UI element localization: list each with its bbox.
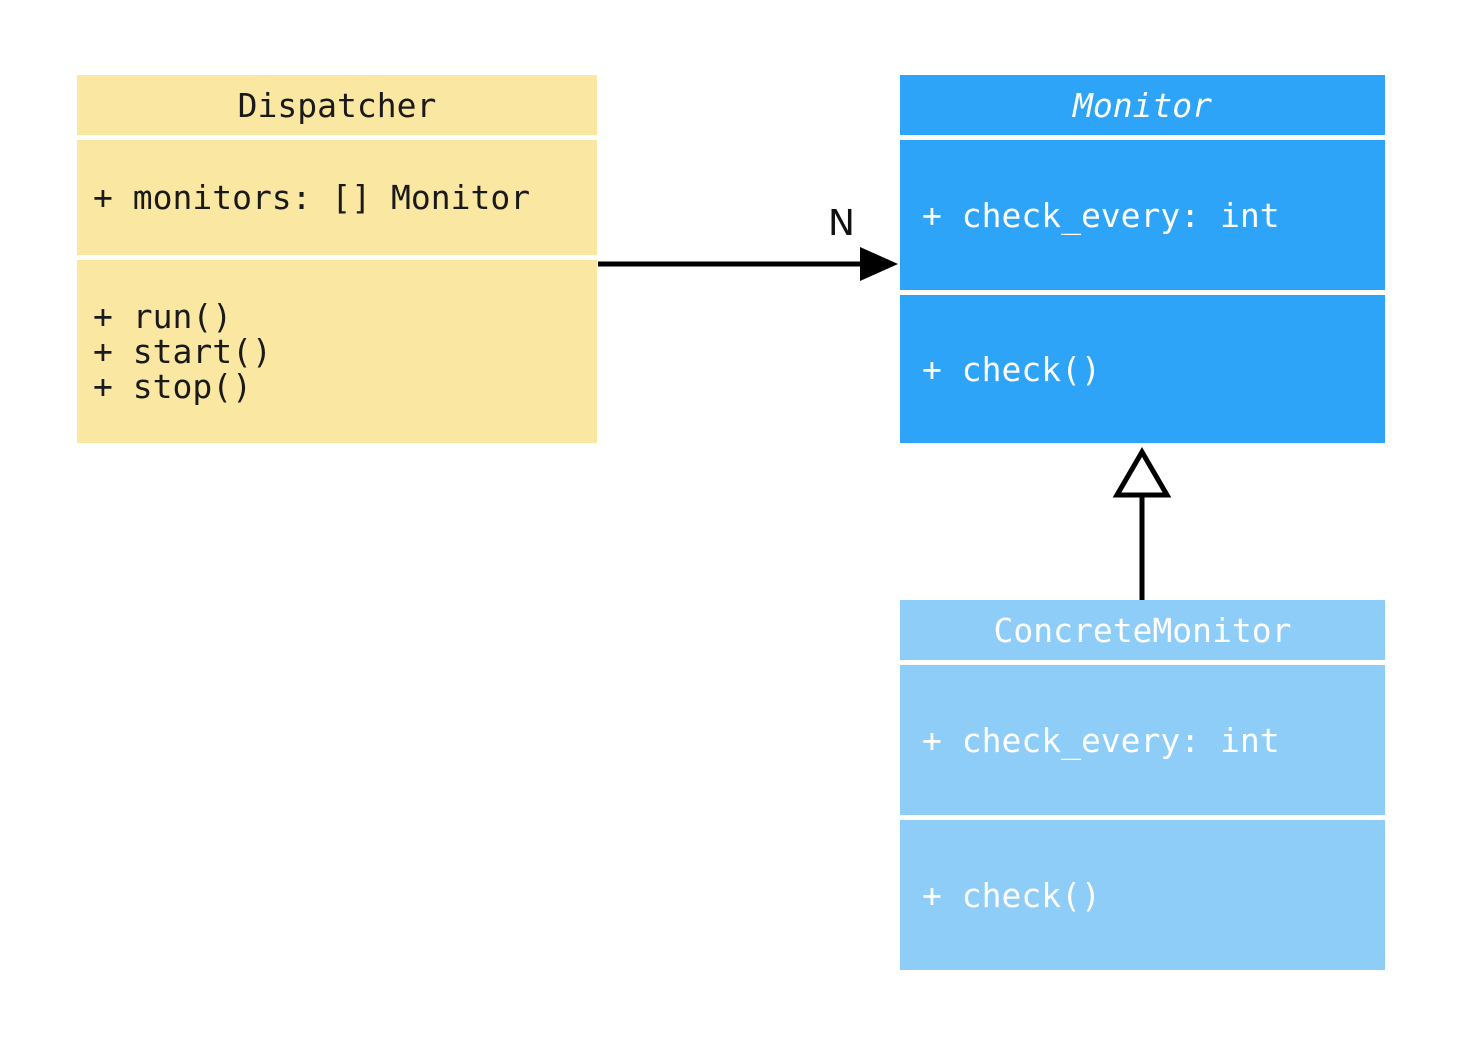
class-concrete-monitor-methods: + check() [900,820,1385,970]
class-monitor-attributes: + check_every: int [900,140,1385,290]
method-start: + start() [93,332,272,371]
class-dispatcher-name: Dispatcher [77,75,597,135]
class-dispatcher-methods: + run() + start() + stop() [77,260,597,443]
class-monitor-name: Monitor [900,75,1385,135]
class-concrete-monitor-attributes: + check_every: int [900,665,1385,815]
generalization-arrow-concretemonitor-to-monitor [1112,447,1172,600]
class-monitor: Monitor + check_every: int + check() [900,75,1385,443]
association-multiplicity-label: N [828,203,855,244]
attribute-check-every: + check_every: int [922,195,1280,235]
method-check: + check() [922,349,1101,389]
method-run: + run() [93,297,233,336]
method-check: + check() [922,875,1101,915]
class-dispatcher: Dispatcher + monitors: [] Monitor + run(… [77,75,597,443]
method-stop: + stop() [93,367,252,406]
attribute-monitors: + monitors: [] Monitor [93,178,531,217]
class-concrete-monitor-name: ConcreteMonitor [900,600,1385,660]
class-concrete-monitor: ConcreteMonitor + check_every: int + che… [900,600,1385,970]
attribute-check-every: + check_every: int [922,720,1280,760]
class-dispatcher-attributes: + monitors: [] Monitor [77,140,597,255]
class-monitor-methods: + check() [900,295,1385,443]
association-arrow-dispatcher-to-monitor [598,247,898,281]
